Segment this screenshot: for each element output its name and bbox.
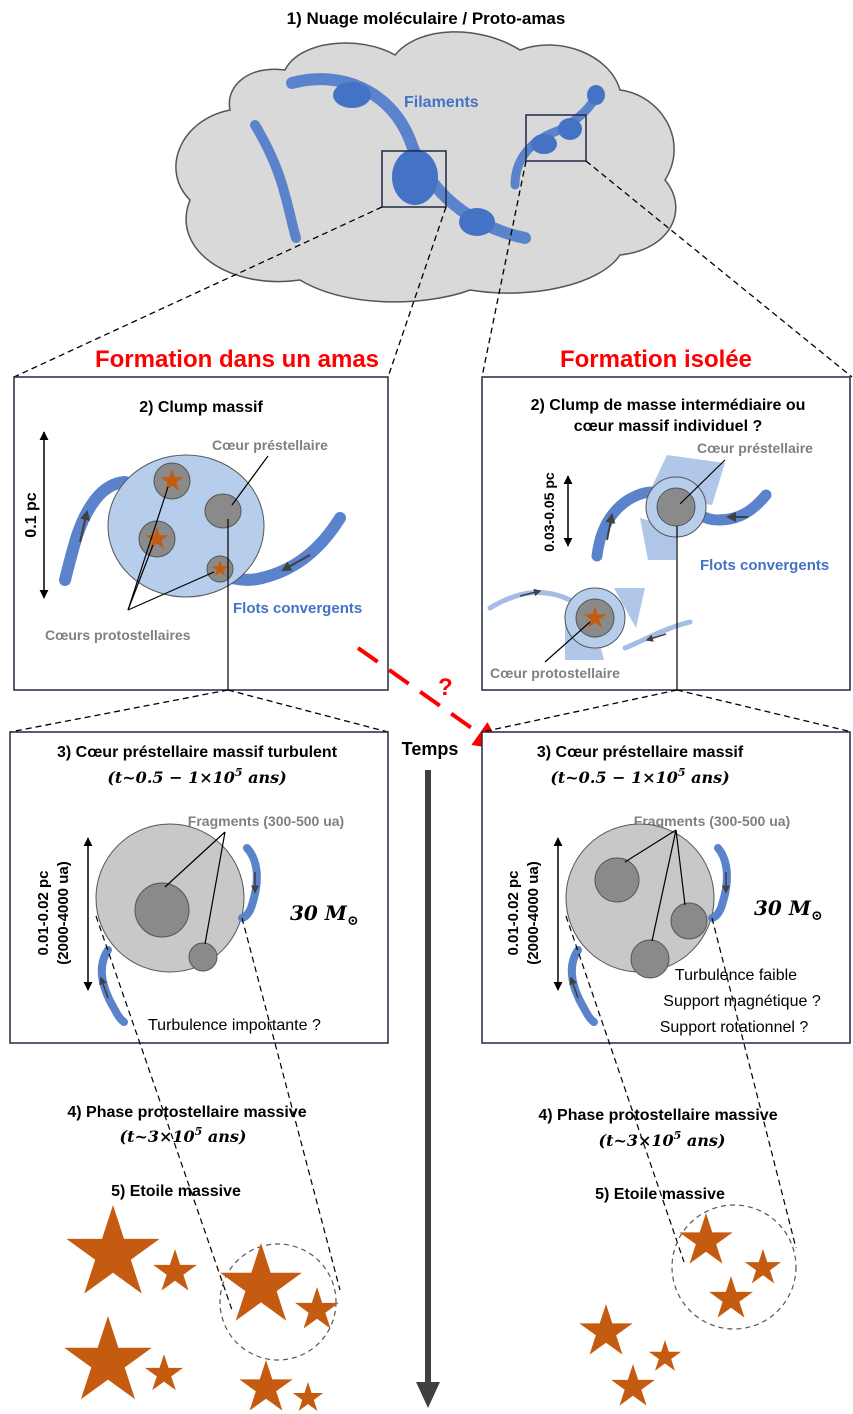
zoom-lines-mid	[9, 689, 853, 733]
flow-arrow	[99, 976, 109, 999]
right-phase4-title: 4) Phase protostellaire massive	[538, 1107, 777, 1124]
left-prestellar-label: Cœur préstellaire	[212, 437, 328, 453]
time-axis-label: Temps	[402, 739, 459, 759]
fragment	[594, 857, 640, 903]
left-panel3-flows	[97, 844, 261, 1026]
right-panel3-scale2: (2000-4000 ua)	[525, 861, 542, 964]
right-note-1: Turbulence faible	[675, 967, 797, 984]
left-protostellar-label: Cœurs protostellaires	[45, 627, 191, 643]
uncertain-transition-arrow	[356, 646, 503, 750]
flow-arrow	[79, 510, 91, 543]
right-panel2-title-line1: 2) Clump de masse intermédiaire ou	[531, 397, 806, 414]
right-phase5-title: 5) Etoile massive	[595, 1186, 725, 1203]
right-panel3-time: (t~0.5 − 1×105 ans)	[550, 766, 729, 787]
right-note-3: Support rotationnel ?	[660, 1019, 809, 1036]
right-protostellar-label: Cœur protostellaire	[490, 665, 620, 681]
right-prestellar-label: Cœur préstellaire	[697, 440, 813, 456]
left-phase4-time: (t~3×105 ans)	[120, 1125, 247, 1146]
time-axis-arrowhead	[416, 1382, 440, 1408]
flow-arrow	[281, 554, 311, 571]
fragment	[134, 882, 190, 938]
callout-line	[231, 455, 269, 506]
zoom-box-right	[525, 114, 587, 162]
right-flows-label: Flots convergents	[700, 557, 829, 574]
left-panel3-time: (t~0.5 − 1×105 ans)	[107, 766, 286, 787]
left-panel2-flows	[59, 476, 346, 586]
callout-line	[164, 831, 226, 888]
right-panel3-scale1: 0.01-0.02 pc	[505, 870, 522, 955]
left-turbulence-note: Turbulence importante ?	[148, 1017, 321, 1034]
flow-arrow	[569, 976, 579, 999]
flow-arrow	[519, 588, 542, 597]
callout-line	[544, 621, 591, 663]
callout-line	[651, 829, 677, 942]
fragment	[670, 902, 708, 940]
flow-arrow	[605, 513, 616, 541]
callout-line	[204, 831, 226, 945]
right-note-2: Support magnétique ?	[663, 993, 821, 1010]
filaments-label: Filaments	[404, 94, 479, 111]
massive-stars	[64, 1205, 782, 1411]
flow-arrow	[645, 633, 667, 642]
left-mass-label: 30 M⊙	[290, 901, 359, 929]
fragment	[630, 939, 670, 979]
zoom-lines-top	[13, 160, 853, 378]
left-phase4-title: 4) Phase protostellaire massive	[67, 1104, 306, 1121]
callout-line	[624, 829, 677, 863]
right-panel2-scale: 0.03-0.05 pc	[541, 472, 557, 552]
right-panel3-flows	[567, 844, 731, 1026]
right-fragments-label: Fragments (300-500 ua)	[634, 813, 790, 829]
zoom-box-left	[381, 150, 447, 208]
left-phase5-title: 5) Etoile massive	[111, 1183, 241, 1200]
uncertain-question-mark: ?	[438, 674, 453, 701]
right-phase4-time: (t~3×105 ans)	[599, 1129, 726, 1150]
right-mass-label: 30 M⊙	[754, 896, 823, 924]
left-panel3-scale1: 0.01-0.02 pc	[35, 870, 52, 955]
callout-line	[679, 459, 726, 505]
right-prestellar-core	[656, 487, 696, 527]
protostellar-callouts	[127, 486, 215, 611]
right-heading: Formation isolée	[560, 346, 752, 373]
stage1-title: 1) Nuage moléculaire / Proto-amas	[287, 9, 566, 28]
left-fragments-label: Fragments (300-500 ua)	[188, 813, 344, 829]
left-panel3-scale2: (2000-4000 ua)	[55, 861, 72, 964]
left-protostar-cluster-outline	[219, 1243, 337, 1361]
left-panel3-title: 3) Cœur préstellaire massif turbulent	[57, 744, 338, 761]
cloud-filament-clumps	[333, 82, 605, 236]
right-panel3-title: 3) Cœur préstellaire massif	[537, 744, 744, 761]
right-panel2-title-line2: cœur massif individuel ?	[574, 418, 762, 435]
left-heading: Formation dans un amas	[95, 346, 379, 373]
left-panel2-title: 2) Clump massif	[139, 399, 263, 416]
callout-line	[675, 829, 686, 906]
fragment	[188, 942, 218, 972]
right-protostar-cluster-outline	[671, 1204, 797, 1330]
left-panel2-scale: 0.1 pc	[23, 492, 40, 537]
projection-lines	[95, 915, 797, 1311]
left-flows-label: Flots convergents	[233, 600, 362, 617]
